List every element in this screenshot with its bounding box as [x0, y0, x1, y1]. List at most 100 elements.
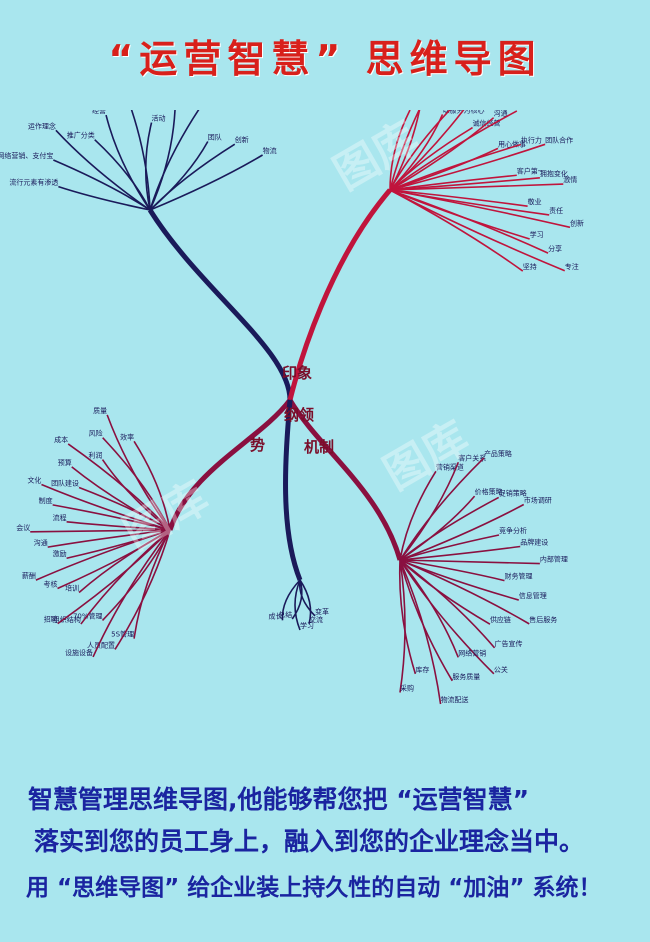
hub-label-impression: 印象 — [282, 364, 312, 382]
leaf-label: 经营 — [92, 110, 106, 115]
branch-line — [399, 559, 540, 565]
branch-line — [299, 579, 312, 625]
leaf-label: 沟通 — [34, 538, 48, 547]
branch-line — [149, 154, 263, 211]
branch-line — [47, 529, 171, 548]
leaf-label: 敬业 — [528, 197, 542, 206]
leaf-label: 沟通 — [494, 110, 508, 118]
branch-line — [41, 483, 171, 531]
branch-line — [389, 117, 495, 191]
leaf-label: 制作、网络营销、支付宝 — [0, 151, 53, 160]
branch-line — [80, 529, 171, 625]
leaf-label: 流行元素有渗透 — [9, 178, 58, 187]
hub-label-guideline: 纲领 — [284, 406, 314, 424]
leaf-label: 风险 — [89, 429, 103, 438]
branch-line — [389, 147, 499, 191]
branch-line — [105, 114, 151, 211]
leaf-label: 成本 — [54, 435, 68, 444]
leaf-label: 流程 — [53, 513, 67, 522]
leaf-label: 变革 — [315, 607, 329, 616]
branch-line — [106, 414, 171, 531]
hub-label-momentum: 势 — [250, 436, 265, 454]
leaf-label: 激励 — [53, 549, 67, 558]
branch-line — [101, 529, 171, 621]
leaf-label: 服务质量 — [452, 672, 480, 681]
branch-line — [389, 110, 411, 191]
leaf-label: 推广分类 — [67, 131, 95, 140]
branch-line — [399, 559, 442, 705]
branch-line — [30, 529, 171, 533]
leaf-label: 交流 — [309, 615, 323, 624]
caption-line-3: 用 “思维导图” 给企业装上持久性的自动 “加油” 系统！ — [26, 875, 602, 901]
branch-line — [399, 559, 459, 658]
branch-line — [57, 529, 171, 590]
branch-line — [389, 110, 421, 191]
leaf-label: 团队合作 — [545, 135, 573, 144]
hub-label-mechanism: 机制 — [304, 438, 334, 456]
branch-line — [399, 496, 500, 561]
branch-line — [389, 183, 564, 191]
branch-line — [399, 534, 500, 561]
branch-line — [399, 470, 437, 561]
branch-line — [399, 461, 460, 561]
leaf-label: 专注 — [565, 262, 579, 271]
leaf-label: 招聘 — [44, 615, 58, 624]
branch-line — [281, 579, 301, 621]
leaf-label: 拥抱变化 — [540, 169, 568, 178]
branch-line — [149, 143, 236, 211]
branch-line — [399, 559, 505, 582]
leaf-label: 人员配置 — [87, 641, 115, 649]
branch-line — [389, 143, 546, 191]
leaf-label: 财务管理 — [504, 572, 532, 581]
leaf-label: 促销策略 — [499, 488, 527, 497]
branch-line — [398, 559, 417, 675]
leaf-label: 团队建设 — [51, 479, 79, 488]
leaf-label: 组织结构 — [53, 615, 81, 624]
branch-line — [149, 110, 200, 211]
leaf-label: 分享 — [548, 244, 562, 253]
branch-line — [58, 185, 151, 211]
leaf-label: 学习 — [300, 621, 314, 630]
branch-line — [149, 110, 176, 211]
branch-line — [399, 559, 495, 675]
branch-line — [389, 110, 451, 191]
branch-line — [144, 122, 153, 211]
leaf-label: 市场调研 — [524, 496, 552, 505]
leaf-label: 效率 — [120, 432, 134, 441]
leaf-label: 广告宣传 — [495, 639, 523, 648]
branch-line — [399, 545, 521, 561]
mind-map: 流行元素有渗透制作、网络营销、支付宝运作理念推广分类经营服务活动主打商品价格团队… — [0, 110, 584, 705]
leaf-label: 创新 — [235, 135, 249, 144]
leaf-label: 售后服务 — [529, 615, 557, 624]
leaf-label: 思考 — [517, 110, 531, 111]
branch-line — [66, 520, 171, 531]
leaf-label: 会议 — [16, 523, 30, 532]
leaf-label: 活动 — [152, 114, 166, 123]
leaf-label: 客户第一 — [517, 166, 545, 175]
leaf-label: 用心做事 — [498, 139, 526, 148]
branch-trunk-bottom-center — [283, 399, 303, 581]
leaf-label: 物流配送 — [441, 695, 469, 704]
branch-line — [389, 110, 518, 191]
branch-line — [101, 459, 171, 531]
branch-line — [294, 579, 301, 631]
branch-line — [71, 466, 171, 531]
leaf-label: 考核 — [44, 580, 58, 589]
branch-line — [149, 141, 209, 211]
leaf-label: 学习 — [530, 230, 544, 239]
branch-line — [114, 529, 171, 650]
leaf-label: 运作理念 — [28, 121, 56, 130]
leaf-label: 制度 — [39, 496, 53, 505]
leaf-label: 激情 — [563, 175, 577, 184]
leaf-label: 信息管理 — [519, 591, 547, 600]
leaf-label: 价格策略 — [475, 487, 503, 496]
branch-line — [102, 437, 171, 531]
leaf-label: 品牌建设 — [520, 538, 548, 547]
leaf-label: 薪酬 — [22, 571, 36, 580]
leaf-label: 培训 — [65, 584, 79, 593]
leaf-label: 采购 — [400, 684, 414, 693]
branch-line — [389, 143, 522, 191]
branch-line — [389, 189, 528, 208]
leaf-label: 总结 — [278, 610, 292, 619]
branch-line — [389, 126, 473, 191]
